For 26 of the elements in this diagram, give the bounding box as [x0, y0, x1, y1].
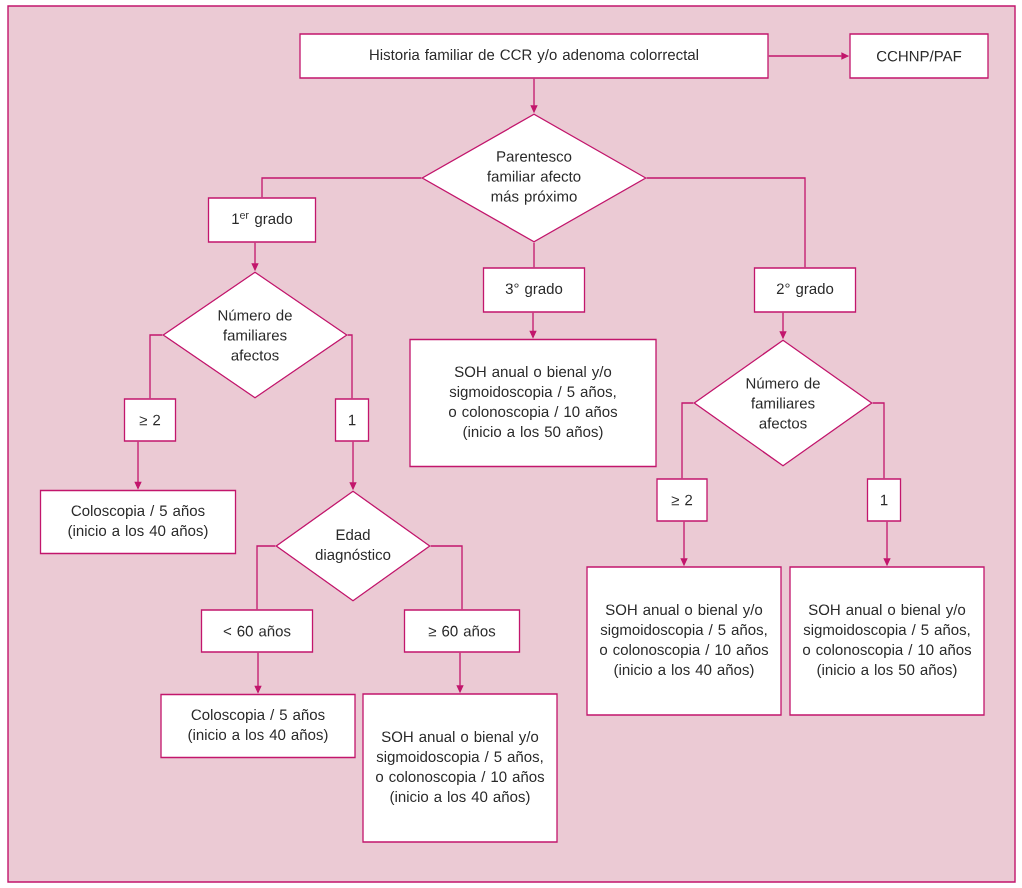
process-box: CCHNP/PAF: [849, 33, 989, 79]
process-box: < 60 años: [200, 609, 314, 653]
process-box: SOH anual o bienal y/o sigmoidoscopia / 5 años, o colonoscopia / 10 años (inicio a los 50 años): [409, 338, 657, 468]
connector: [149, 334, 163, 399]
process-box: 2° grado: [753, 267, 857, 313]
process-box: ≥ 60 años: [403, 609, 521, 653]
process-box: 3° grado: [482, 267, 586, 313]
process-box: 1$^{er}$ grado: [207, 197, 317, 243]
connector: [256, 545, 276, 610]
process-box: Historia familiar de CCR y/o adenoma colorrectal: [299, 33, 769, 79]
connector: [872, 402, 885, 479]
process-box: Coloscopia / 5 años (inicio a los 40 años): [39, 489, 237, 555]
process-box: 1: [866, 478, 902, 522]
connector: [533, 242, 535, 268]
process-box: SOH anual o bienal y/o sigmoidoscopia / 5 años, o colonoscopia / 10 años (inicio a los 50 años): [789, 566, 985, 716]
process-box: 1: [334, 398, 370, 442]
connector: [347, 334, 353, 399]
process-box: SOH anual o bienal y/o sigmoidoscopia / 5 años, o colonoscopia / 10 años (inicio a los 40 años): [586, 566, 782, 716]
connector: [261, 177, 422, 198]
process-box: SOH anual o bienal y/o sigmoidoscopia / 5 años, o colonoscopia / 10 años (inicio a los 40 años): [362, 693, 558, 843]
process-box: Coloscopia / 5 años (inicio a los 40 años): [160, 693, 356, 759]
connector: [430, 545, 463, 610]
connector: [681, 402, 694, 479]
connector: [646, 177, 806, 268]
process-box: ≥ 2: [656, 478, 708, 522]
process-box: ≥ 2: [123, 398, 177, 442]
